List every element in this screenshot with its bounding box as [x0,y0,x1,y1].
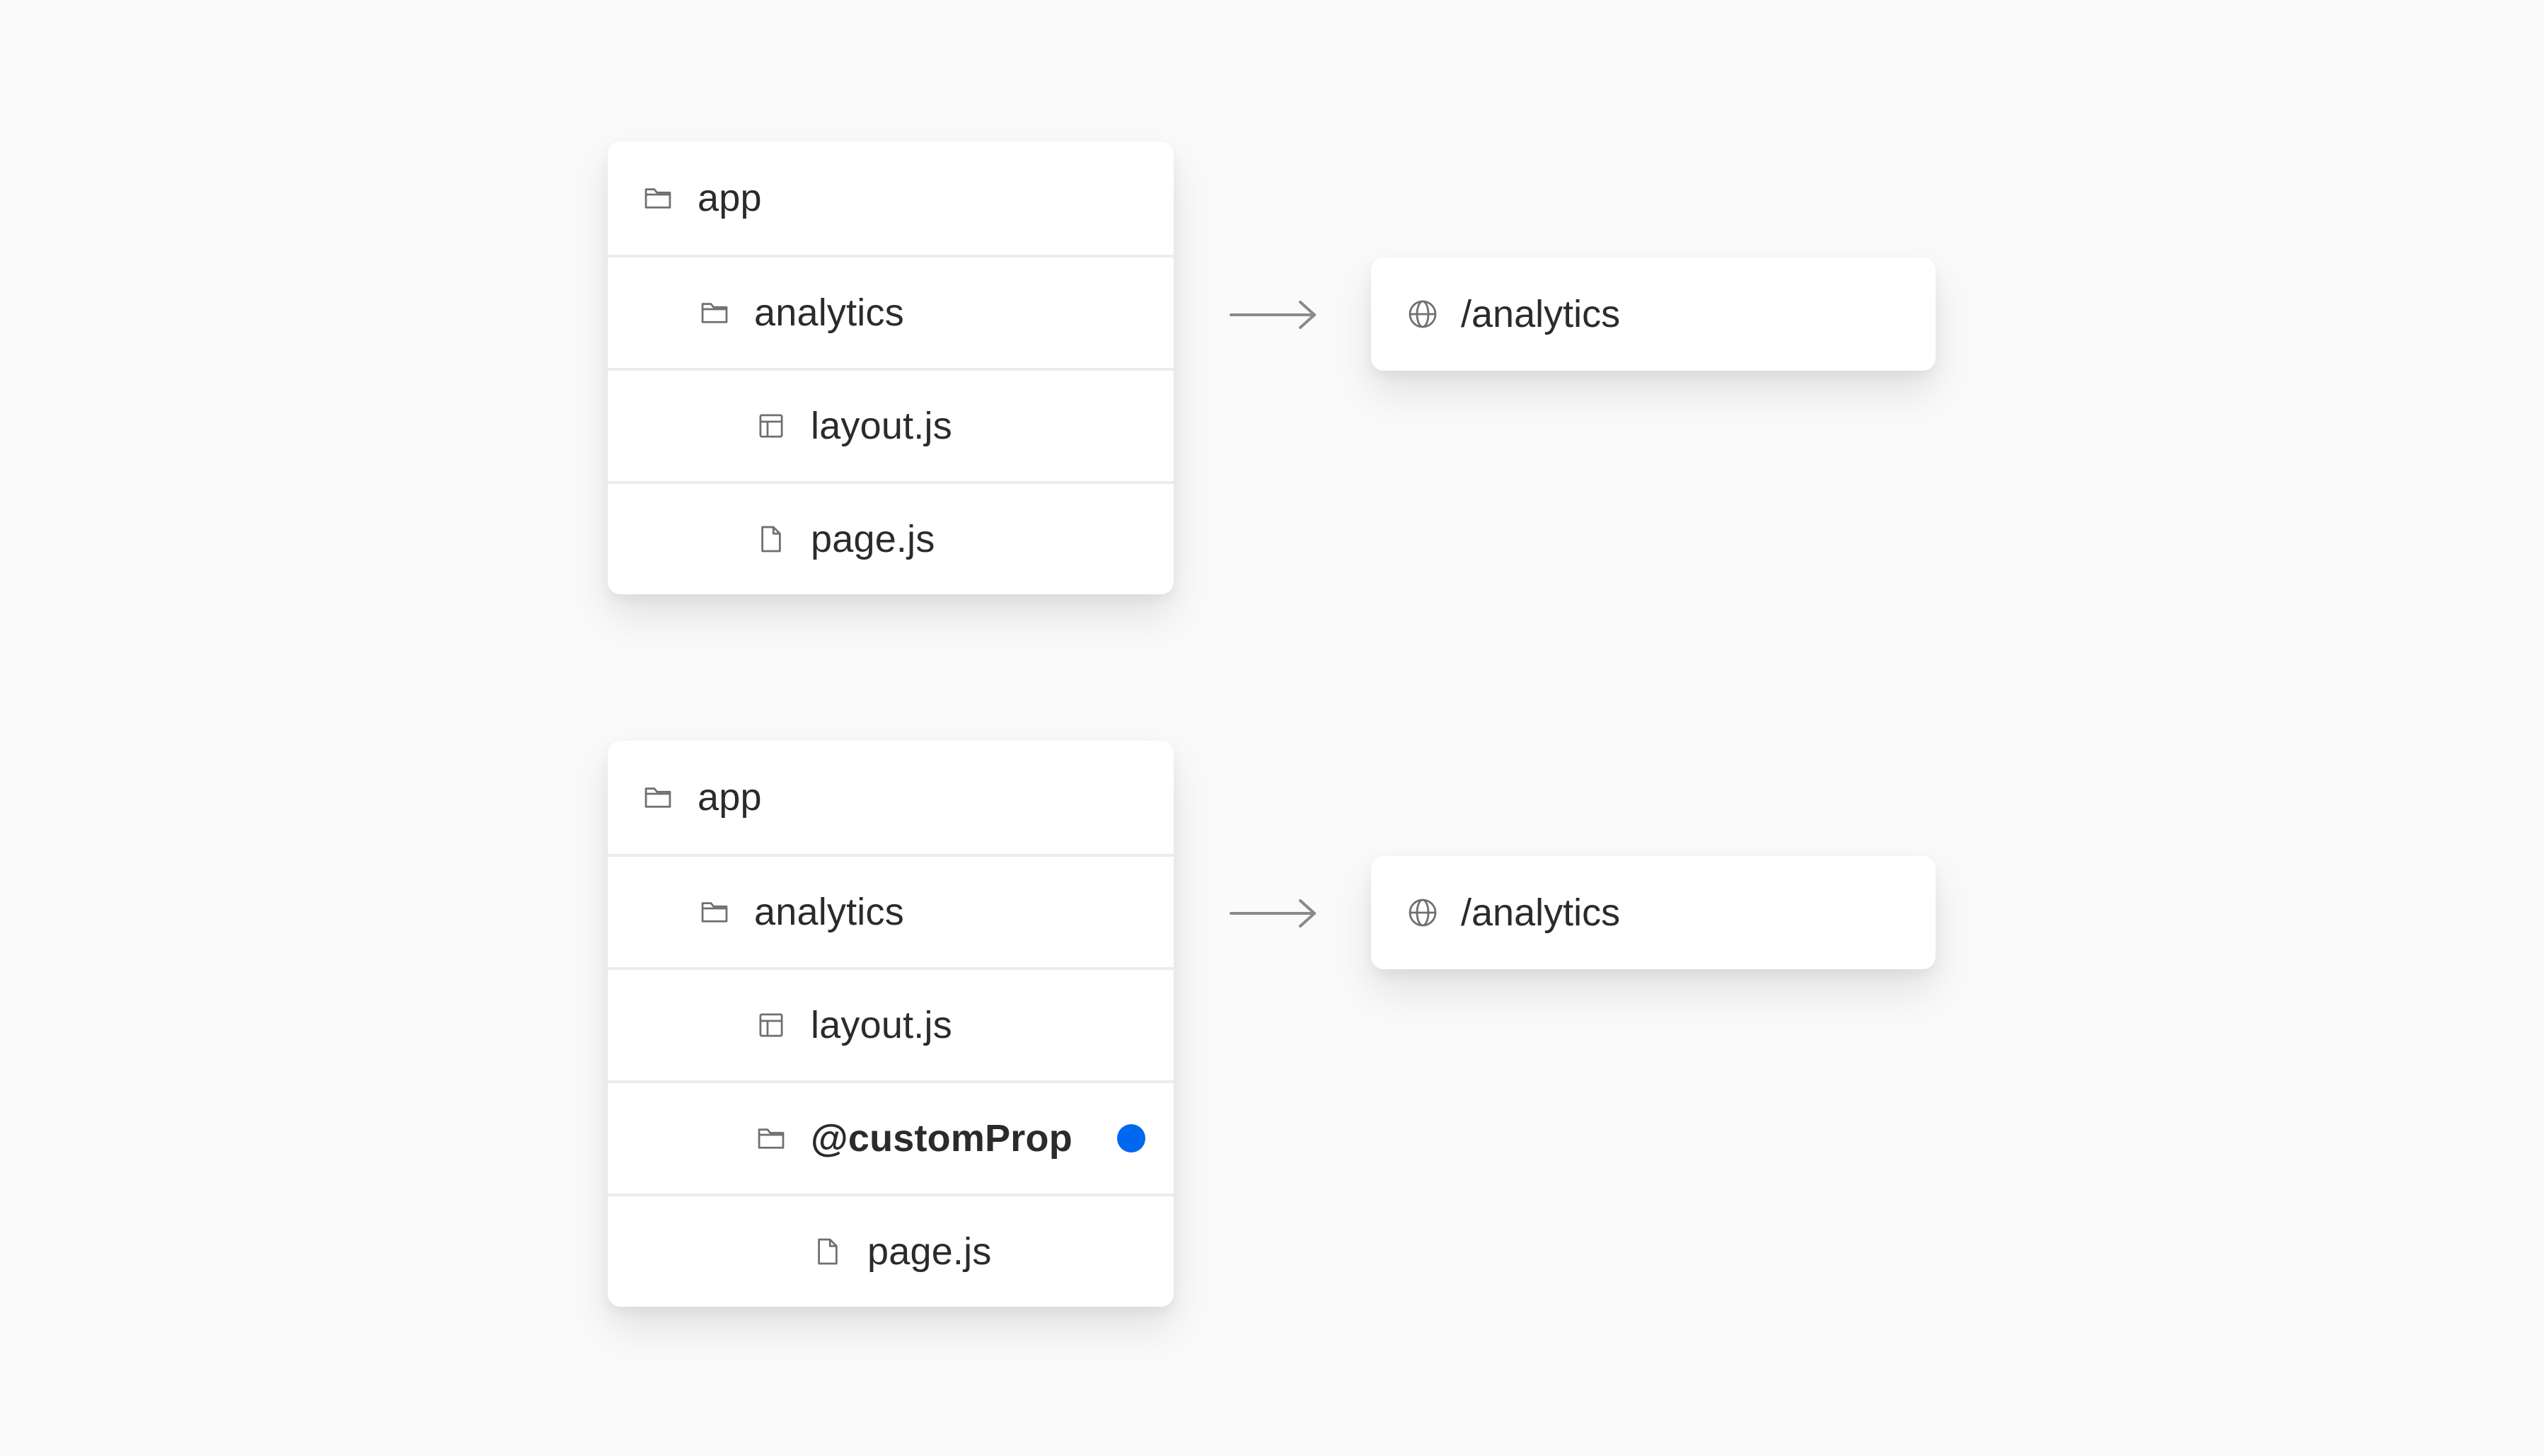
tree-item-label: app [698,776,762,819]
tree-item-app[interactable]: app [608,741,1174,854]
tree-item-custom-prop[interactable]: @customProp [608,1080,1174,1194]
folder-icon [642,183,673,214]
tree-item-analytics[interactable]: analytics [608,854,1174,967]
tree-item-label: analytics [754,891,904,933]
tree-item-page-js[interactable]: page.js [608,1194,1174,1307]
globe-icon [1406,896,1440,930]
route-label: /analytics [1461,891,1621,934]
tree-item-app[interactable]: app [608,141,1174,255]
folder-icon [756,1123,787,1154]
layout-icon [756,1010,787,1041]
tree-item-layout-js[interactable]: layout.js [608,967,1174,1080]
route-url-bottom: /analytics [1371,856,1936,969]
tree-item-label: layout.js [811,405,952,447]
globe-icon [1406,297,1440,331]
file-icon [812,1236,843,1267]
folder-icon [699,896,730,928]
tree-item-page-js[interactable]: page.js [608,481,1174,594]
tree-item-label: app [698,177,762,219]
tree-item-analytics[interactable]: analytics [608,255,1174,368]
layout-icon [756,410,787,441]
file-icon [756,524,787,555]
folder-icon [642,782,673,813]
arrow-right-icon [1230,896,1319,931]
route-url-top: /analytics [1371,258,1936,371]
arrow-right-icon [1230,297,1319,333]
tree-item-label: page.js [867,1230,992,1273]
tree-item-label: page.js [811,518,935,560]
route-label: /analytics [1461,293,1621,335]
file-tree-bottom: app analytics layout.js @customProp page… [608,741,1174,1307]
file-tree-top: app analytics layout.js page.js [608,141,1174,594]
tree-item-label: layout.js [811,1004,952,1046]
highlight-dot [1117,1124,1145,1152]
tree-item-layout-js[interactable]: layout.js [608,368,1174,481]
folder-icon [699,297,730,328]
tree-item-label: @customProp [811,1117,1072,1160]
tree-item-label: analytics [754,291,904,334]
